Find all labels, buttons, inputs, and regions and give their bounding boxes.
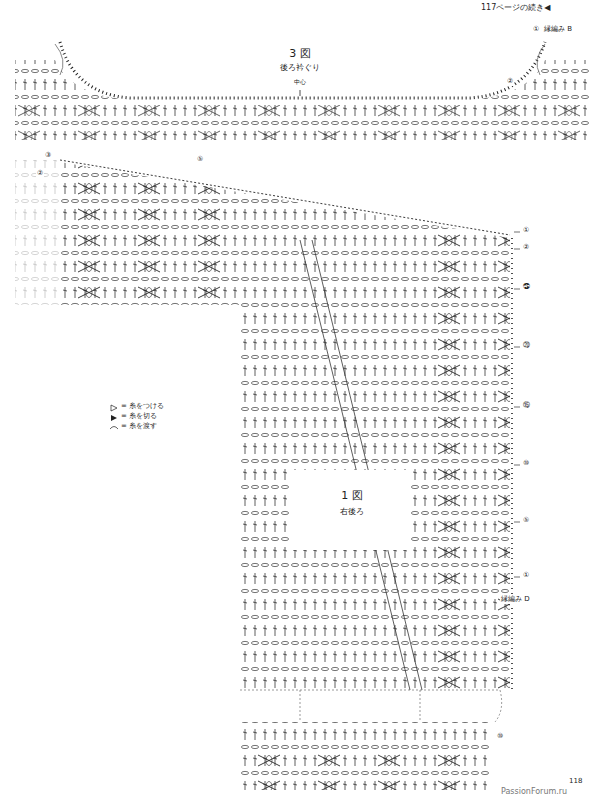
chart-subtitle: 後ろ衿ぐり — [279, 64, 321, 73]
row-number: ⑩ — [522, 460, 530, 468]
joining-line — [240, 690, 502, 722]
body-chart — [60, 150, 510, 695]
callout-number: ⑤ — [196, 156, 204, 164]
legend-symbol — [111, 415, 117, 421]
row-number: ⑳ — [522, 342, 531, 350]
callout-number: ① — [532, 26, 540, 34]
page-number: 118 — [568, 778, 583, 786]
lower-band-x — [240, 748, 490, 790]
legend-text: = 糸を渡す — [121, 423, 157, 431]
ghost-chart — [15, 160, 60, 305]
legend-text: = 糸をつける — [121, 403, 164, 411]
edge-name: 縁編み B — [543, 26, 573, 34]
edge-trim — [511, 238, 513, 690]
legend-text: = 糸を切る — [121, 413, 157, 421]
decrease-line — [300, 240, 422, 690]
center-mark — [300, 90, 301, 96]
lower-band — [240, 722, 490, 790]
yoke-chart — [15, 55, 590, 145]
neck-edge — [60, 42, 545, 98]
title-ground — [290, 470, 410, 550]
row-number: ⑩ — [496, 733, 504, 741]
chart-title: 1 図 — [340, 490, 364, 502]
watermark: PassionForum.ru — [500, 788, 568, 797]
row-number: ⑤ — [522, 517, 530, 525]
chart-title: 3 図 — [288, 48, 312, 60]
edge-arc — [55, 44, 545, 75]
page-note: 117ページの続き◀ — [480, 4, 551, 13]
center-note: 中心 — [293, 79, 307, 86]
legend-symbol — [111, 405, 117, 411]
row-number: ㉕ — [522, 284, 531, 292]
callout-number: ② — [36, 170, 44, 178]
callout-number: ③ — [44, 152, 52, 160]
callout-number: ② — [506, 78, 514, 86]
edge-name: 縁編み D — [500, 596, 531, 604]
row-number: ① — [522, 227, 530, 235]
chart-subtitle: 右後ろ — [339, 508, 365, 517]
row-arrow — [514, 232, 520, 577]
top-edge — [60, 160, 510, 235]
row-number: ① — [522, 572, 530, 580]
row-number: ② — [522, 244, 530, 252]
row-number: ⑮ — [522, 402, 531, 410]
legend-symbol — [110, 427, 118, 430]
